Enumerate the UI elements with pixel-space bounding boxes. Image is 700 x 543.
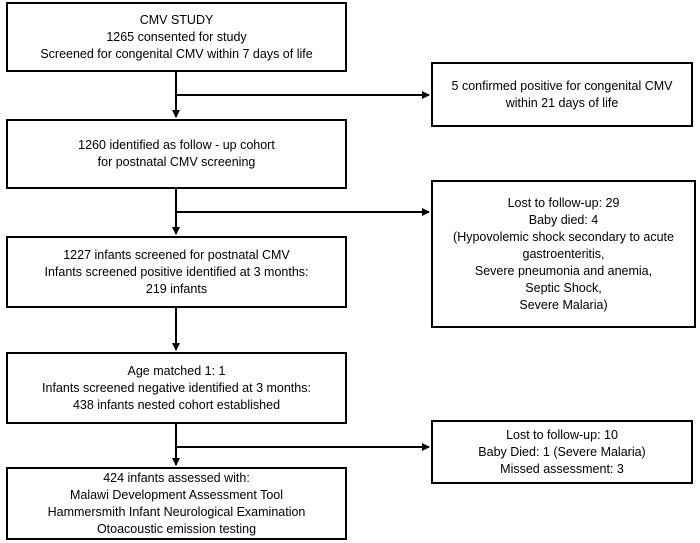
- assessment-box: 424 infants assessed with: Malawi Develo…: [6, 467, 347, 540]
- box-line: Otoacoustic emission testing: [96, 521, 257, 536]
- box-line: (Hypovolemic shock secondary to acute: [453, 229, 674, 244]
- box-line: within 21 days of life: [505, 95, 619, 110]
- box-line: CMV STUDY: [139, 12, 214, 27]
- box-line: Infants screened positive identified at …: [44, 264, 309, 279]
- box-line: Missed assessment: 3: [500, 461, 624, 476]
- postnatal-screening-box: 1227 infants screened for postnatal CMV …: [6, 236, 347, 308]
- box-line: for postnatal CMV screening: [97, 155, 256, 169]
- box-line: 1265 consented for study: [106, 29, 247, 44]
- box-line: Baby died: 4: [528, 212, 599, 227]
- box-line: 438 infants nested cohort established: [72, 397, 281, 412]
- age-matched-box: Age matched 1: 1 Infants screened negati…: [6, 352, 347, 424]
- box-line: 5 confirmed positive for congenital CMV: [451, 78, 673, 93]
- box-line: Baby Died: 1 (Severe Malaria): [478, 444, 646, 459]
- box-line: 1227 infants screened for postnatal CMV: [63, 247, 290, 262]
- box-line: gastroenteritis,: [522, 246, 605, 261]
- cmv-study-box: CMV STUDY 1265 consented for study Scree…: [6, 2, 347, 72]
- box-line: Age matched 1: 1: [127, 363, 226, 378]
- box-line: Infants screened negative identified at …: [42, 380, 311, 395]
- box-line: Septic Shock,: [525, 280, 602, 295]
- box-line: Lost to follow-up: 29: [507, 195, 620, 210]
- box-line: Severe Malaria): [519, 297, 608, 312]
- box-line: Screened for congenital CMV within 7 day…: [40, 46, 313, 61]
- box-line: 1260 identified as follow - up cohort: [78, 138, 275, 152]
- box-line: Malawi Development Assessment Tool: [69, 487, 284, 502]
- box-line: Severe pneumonia and anemia,: [474, 263, 653, 278]
- box-line: Hammersmith Infant Neurological Examinat…: [47, 504, 306, 519]
- follow-up-cohort-box: 1260 identified as follow - up cohort fo…: [6, 119, 347, 189]
- box-line: 424 infants assessed with:: [103, 470, 250, 485]
- lost-to-follow-up-box-2: Lost to follow-up: 10 Baby Died: 1 (Seve…: [431, 420, 693, 484]
- congenital-positive-box: 5 confirmed positive for congenital CMV …: [431, 62, 693, 127]
- box-line: Lost to follow-up: 10: [506, 427, 618, 442]
- lost-to-follow-up-box-1: Lost to follow-up: 29 Baby died: 4 (Hypo…: [431, 180, 696, 328]
- box-line: 219 infants: [145, 281, 208, 296]
